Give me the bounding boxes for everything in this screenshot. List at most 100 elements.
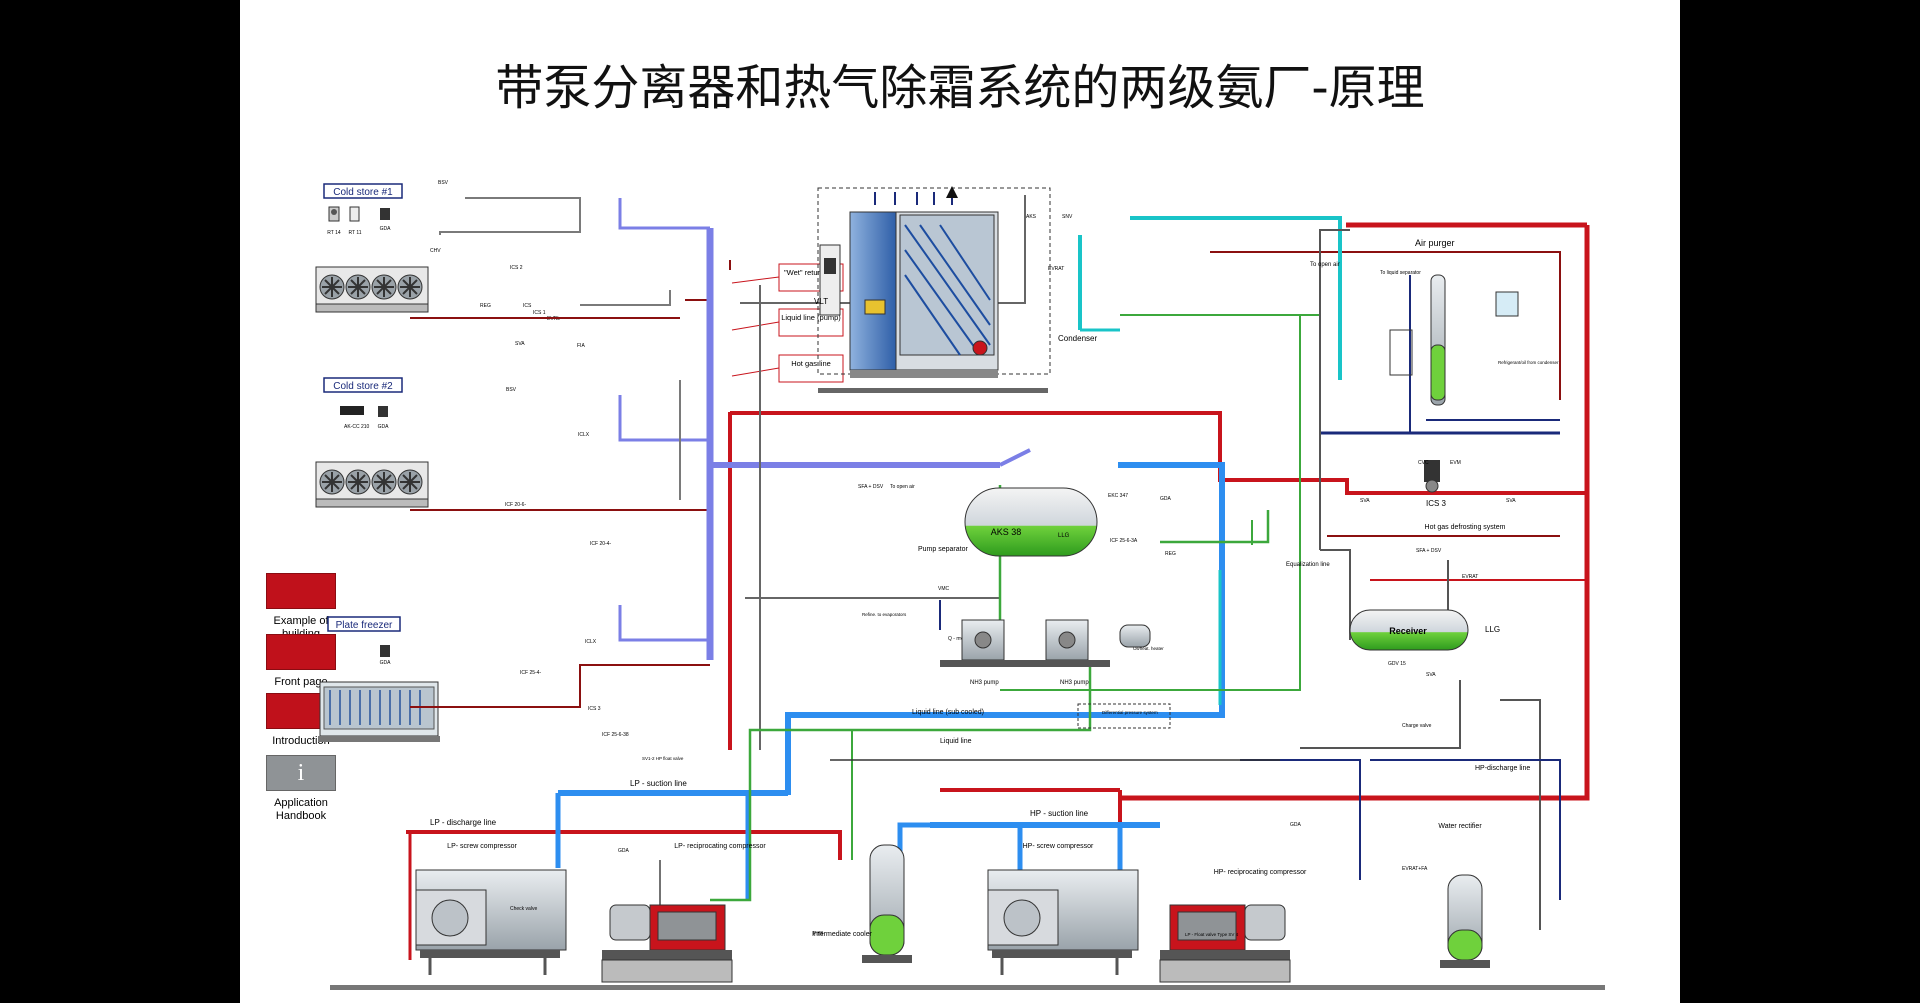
liquid-sub-label: Liquid line (sub cooled) xyxy=(912,709,984,716)
phs-label: PHS xyxy=(813,931,824,937)
reg-label: REG xyxy=(1165,551,1176,557)
snv-label: SNV xyxy=(1062,214,1073,220)
evrat-fa-label: EVRAT+FA xyxy=(1402,866,1428,872)
valve-station-icon xyxy=(1424,460,1440,493)
rt14-label: RT 14 xyxy=(327,230,341,236)
hot-gas-defrost: ICS 3 EVM CVC SVA SVA Hot gas defrosting… xyxy=(1360,460,1516,531)
liquid-sep-label: To liquid separator xyxy=(1380,270,1421,276)
icf2-label: ICF 20-4- xyxy=(590,541,611,547)
receiver: Receiver LLG Equalization line SFA + DSV… xyxy=(1286,548,1500,729)
oil-heater-label: Oil/heat. heater xyxy=(1133,646,1164,651)
intermediate-cooler xyxy=(862,844,912,963)
icf1-label: ICF 20-6- xyxy=(505,502,526,508)
vmc-label: VMC xyxy=(938,586,950,592)
hp-screw-label: HP- screw compressor xyxy=(1023,843,1094,850)
llg-label: LLG xyxy=(1058,533,1070,539)
application-handbook-button[interactable]: i Application Handbook xyxy=(266,755,336,823)
iclx-label: ICLX xyxy=(585,639,597,645)
pump-icon xyxy=(1045,619,1089,661)
sv1-hp-label: SV1-2 HP float valve xyxy=(642,756,684,761)
fia-label: FIA xyxy=(577,343,585,349)
fan-outlet-arrows xyxy=(874,192,952,205)
icf-label: ICF 25-6-3A xyxy=(1110,538,1138,544)
receiver-label: Receiver xyxy=(1389,626,1427,636)
slide: 带泵分离器和热气除霜系统的两级氨厂-原理 Example of building… xyxy=(240,0,1680,1003)
reg-label: REG xyxy=(480,303,491,309)
gda-label-1: GDA xyxy=(618,848,630,854)
front-page-button-face[interactable] xyxy=(266,634,336,670)
iclx-label: ICLX xyxy=(578,432,590,438)
sva-label-1: SVA xyxy=(1360,498,1370,504)
fan-icon xyxy=(345,469,371,495)
ics-label: ICS xyxy=(523,303,532,309)
page-title: 带泵分离器和热气除霜系统的两级氨厂-原理 xyxy=(495,60,1425,116)
fan-icon xyxy=(397,469,423,495)
water-rectifier-label: Water rectifier xyxy=(1438,823,1482,830)
icf-label: ICF 25-4- xyxy=(520,670,541,676)
fan-icon xyxy=(345,274,371,300)
condenser-label: Condenser xyxy=(1058,334,1097,343)
gas-detector-icon xyxy=(380,208,390,220)
hp-recip-label: HP- reciprocating compressor xyxy=(1214,869,1307,876)
refrig-note: Refrigerant/oil from condenser xyxy=(1498,360,1559,365)
evrat-label: EVRAT xyxy=(1048,266,1064,272)
ics1-label-2: ICS 1 xyxy=(533,310,546,316)
sva-label: SVA xyxy=(515,341,525,347)
lp-float-label: LP - Float valve Type SV 4 xyxy=(1185,932,1239,937)
gda-label: GDA xyxy=(380,660,392,666)
hp-reciprocating-compressor xyxy=(1159,904,1291,983)
plate-freezer-unit xyxy=(318,681,440,742)
cold-store-1-label: Cold store #1 xyxy=(333,187,393,198)
hot-gas-defrost-label: Hot gas defrosting system xyxy=(1425,524,1506,531)
hp-suction-label: HP - suction line xyxy=(1030,809,1089,818)
sfa-label: SFA + DSV xyxy=(1416,548,1442,554)
introduction-label: Introduction xyxy=(272,735,330,747)
ics1-label: ICS 2 xyxy=(510,265,523,271)
lp-suction-label: LP - suction line xyxy=(630,779,687,788)
chv-label: CHV xyxy=(430,248,441,254)
bsv-label: BSV xyxy=(438,180,449,186)
hp-screw-compressor xyxy=(987,869,1139,975)
open-air-label: To open air xyxy=(1310,262,1340,268)
aks38-label: AKS 38 xyxy=(991,527,1022,537)
fan-icon xyxy=(319,469,345,495)
evaporator-fan-coil xyxy=(315,266,429,313)
building-layout-button-face[interactable] xyxy=(266,573,336,609)
cold-store-1: Cold store #1 RT 14 RT 11 GDA BSV CHV IC… xyxy=(315,180,585,349)
fan-icon xyxy=(371,469,397,495)
gda-label: GDA xyxy=(378,424,390,430)
gdv-label: GDV 15 xyxy=(1388,661,1406,667)
wet-return-callout: "Wet" return line xyxy=(784,268,838,277)
nh3-pump-2-label: NH3 pump xyxy=(1060,680,1089,686)
lp-discharge-label: LP - discharge line xyxy=(430,818,497,827)
air-purger-label: Air purger xyxy=(1415,238,1455,248)
vlt-label: VLT xyxy=(814,297,828,306)
aks-label: AKS xyxy=(1026,214,1037,220)
sfa-label: SFA + DSV xyxy=(858,484,884,490)
front-page-button[interactable]: Front page xyxy=(266,634,336,689)
cold-store-2: Cold store #2 AK-CC 210 GDA ICF 20-6- IC… xyxy=(315,377,611,547)
plate-freezer: Plate freezer GDA ICF 25-4- ICF 25-6-38 … xyxy=(318,616,629,742)
thermostat-icon xyxy=(328,206,340,222)
sva-label-2: SVA xyxy=(1506,498,1516,504)
bsv-label: BSV xyxy=(506,387,517,393)
gda-label-2: GDA xyxy=(1290,822,1302,828)
refrigeration-schematic: Cold store #1 RT 14 RT 11 GDA BSV CHV IC… xyxy=(315,180,1605,990)
pump-icon xyxy=(972,340,988,356)
check-valve-label: Check valve xyxy=(510,906,537,912)
evm-label: EVM xyxy=(1450,460,1461,466)
intermediate-label: Intermediate cooler xyxy=(812,931,873,938)
cold-store-2-label: Cold store #2 xyxy=(333,381,393,392)
info-icon[interactable]: i xyxy=(266,755,336,791)
nh3-pump-1-label: NH3 pump xyxy=(970,680,999,686)
gda-label: GDA xyxy=(380,226,392,232)
fan-icon xyxy=(397,274,423,300)
lp-recip-label: LP- reciprocating compressor xyxy=(674,843,766,850)
evrat-label: EVRAT xyxy=(1462,574,1478,580)
piping xyxy=(406,195,1590,960)
llg-label: LLG xyxy=(1485,625,1500,634)
hot-gas-callout: Hot gas line xyxy=(791,359,831,368)
ekc-label: EKC 347 xyxy=(1108,493,1128,499)
compressor-section: LP - suction line LP - discharge line HP… xyxy=(330,756,1605,990)
pump-icon xyxy=(961,619,1005,661)
